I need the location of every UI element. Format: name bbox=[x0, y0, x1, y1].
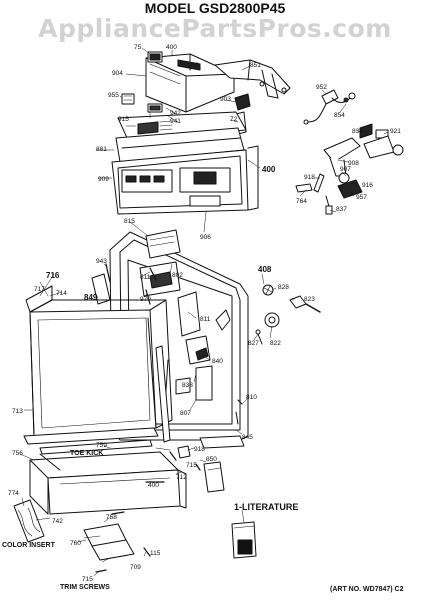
switch-cluster bbox=[295, 135, 404, 215]
part-label-713: 713 bbox=[12, 408, 23, 415]
hardware-parts bbox=[255, 284, 321, 345]
part-label-840: 840 bbox=[212, 358, 223, 365]
part-label-906: 906 bbox=[200, 234, 211, 241]
switch-952 bbox=[303, 89, 356, 125]
part-label-838: 838 bbox=[182, 382, 193, 389]
trim-screws-caption: TRIM SCREWS bbox=[60, 584, 110, 591]
toe-kick-assembly bbox=[29, 439, 187, 515]
control-panel-front bbox=[111, 111, 259, 215]
part-label-943: 943 bbox=[96, 258, 107, 265]
part-label-881: 881 bbox=[96, 146, 107, 153]
part-label-827: 827 bbox=[248, 340, 259, 347]
part-label-916: 916 bbox=[362, 182, 373, 189]
part-label-915: 915 bbox=[118, 116, 129, 123]
watermark: AppliancePartsPros.com bbox=[38, 14, 392, 43]
part-label-764: 764 bbox=[296, 198, 307, 205]
console-assembly bbox=[145, 51, 235, 113]
model-title: MODEL GSD2800P45 bbox=[144, 0, 286, 16]
part-label-942: 942 bbox=[170, 110, 181, 117]
part-label-950: 950 bbox=[188, 62, 199, 69]
part-label-822: 822 bbox=[270, 340, 281, 347]
part-label-400-b: 400 bbox=[262, 165, 276, 174]
part-label-918-b: 918 bbox=[194, 446, 205, 453]
part-label-921: 921 bbox=[390, 128, 401, 135]
color-insert bbox=[13, 499, 45, 543]
part-label-811: 811 bbox=[200, 316, 211, 323]
part-label-611: 611 bbox=[140, 274, 151, 281]
part-label-849: 849 bbox=[84, 293, 98, 302]
part-label-952: 952 bbox=[316, 84, 327, 91]
part-label-851: 851 bbox=[250, 62, 261, 69]
part-label-845: 845 bbox=[242, 434, 253, 441]
part-label-400-c: 400 bbox=[148, 482, 159, 489]
part-label-850: 850 bbox=[206, 456, 217, 463]
part-label-75: 75 bbox=[134, 44, 142, 51]
part-label-807: 807 bbox=[180, 410, 191, 417]
part-label-815: 815 bbox=[124, 218, 135, 225]
toe-kick-caption: TOE KICK bbox=[70, 450, 104, 457]
part-label-828: 828 bbox=[278, 284, 289, 291]
part-label-810: 810 bbox=[246, 394, 257, 401]
part-label-955: 955 bbox=[108, 92, 119, 99]
part-label-756: 756 bbox=[12, 450, 23, 457]
color-insert-caption: COLOR INSERT bbox=[2, 542, 55, 549]
art-number: (ART NO. WD7847) C2 bbox=[330, 586, 404, 593]
part-label-758: 758 bbox=[106, 514, 117, 521]
part-label-715-b: 715 bbox=[82, 576, 93, 583]
part-label-854: 854 bbox=[334, 112, 345, 119]
part-label-714: 714 bbox=[56, 290, 67, 297]
part-label-834: 834 bbox=[352, 128, 363, 135]
part-label-774: 774 bbox=[8, 490, 19, 497]
part-label-742: 742 bbox=[52, 518, 63, 525]
outer-door-panel bbox=[23, 285, 173, 445]
part-label-918: 918 bbox=[304, 174, 315, 181]
part-label-759: 759 bbox=[96, 442, 107, 449]
literature-caption: 1-LITERATURE bbox=[234, 502, 299, 512]
part-label-909: 909 bbox=[98, 176, 109, 183]
part-label-408: 408 bbox=[258, 265, 272, 274]
part-label-717: 717 bbox=[34, 286, 45, 293]
latch-851 bbox=[214, 59, 291, 99]
part-label-709: 709 bbox=[130, 564, 141, 571]
part-label-957: 957 bbox=[356, 194, 367, 201]
part-label-72: 72 bbox=[230, 116, 238, 123]
leader-lines bbox=[19, 47, 389, 577]
part-label-823: 823 bbox=[304, 296, 315, 303]
part-label-400: 400 bbox=[166, 44, 177, 51]
part-label-837: 837 bbox=[336, 206, 347, 213]
part-label-908: 908 bbox=[348, 160, 359, 167]
part-label-715: 715 bbox=[186, 462, 197, 469]
part-label-941: 941 bbox=[170, 118, 181, 125]
part-label-904: 904 bbox=[112, 70, 123, 77]
part-label-970: 970 bbox=[140, 296, 151, 303]
part-label-716: 716 bbox=[46, 271, 60, 280]
part-label-907: 907 bbox=[340, 166, 351, 173]
part-label-115: 115 bbox=[150, 550, 161, 557]
part-label-712: 712 bbox=[176, 474, 187, 481]
part-label-903: 903 bbox=[220, 96, 231, 103]
part-label-802: 802 bbox=[172, 272, 183, 279]
part-label-760: 760 bbox=[70, 540, 81, 547]
